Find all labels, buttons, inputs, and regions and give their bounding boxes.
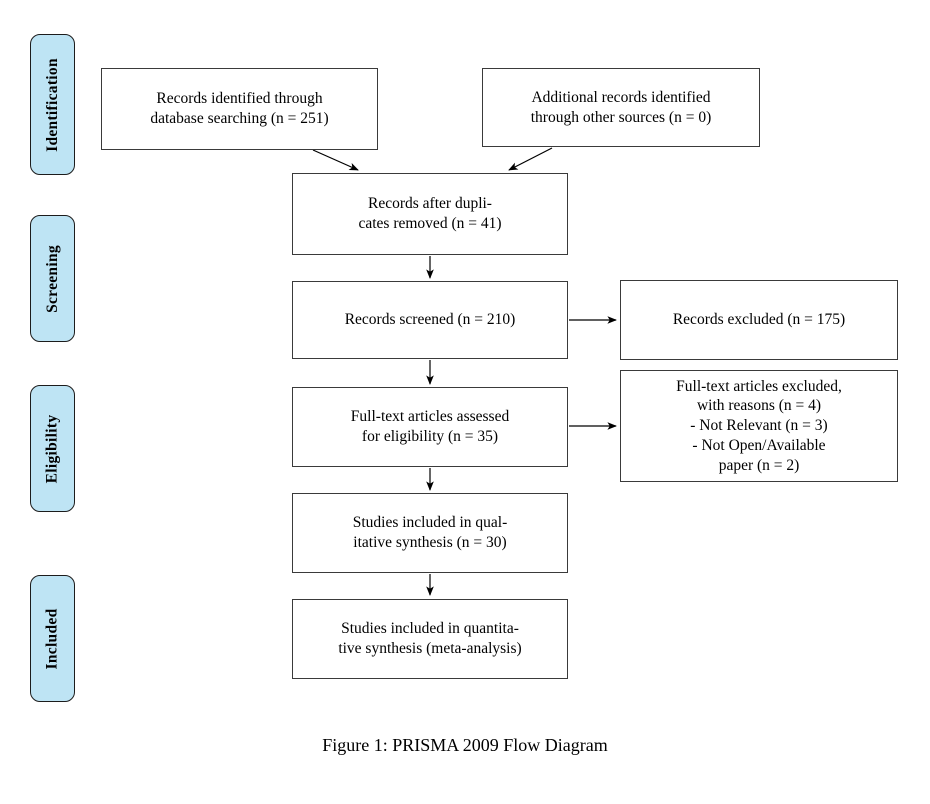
box-text: Studies included in qual- itative synthe…: [352, 514, 508, 551]
box-quantitative-synthesis: Studies included in quantita- tive synth…: [292, 599, 568, 679]
stage-label-eligibility: Eligibility: [30, 385, 75, 512]
stage-label-text: Included: [43, 608, 61, 669]
box-text: Records screened (n = 210): [344, 311, 516, 329]
box-fulltext-excluded: Full-text articles excluded, with reason…: [620, 370, 898, 482]
arrow-identified-to-deduplicated: [312, 149, 359, 171]
box-text: Records identified through database sear…: [150, 90, 329, 127]
box-records-after-duplicates: Records after dupli- cates removed (n = …: [292, 173, 568, 255]
stage-label-text: Eligibility: [43, 414, 61, 483]
figure-caption: Figure 1: PRISMA 2009 Flow Diagram: [322, 735, 608, 755]
stage-label-identification: Identification: [30, 34, 75, 175]
box-fulltext-assessed: Full-text articles assessed for eligibil…: [292, 387, 568, 467]
box-text: Records excluded (n = 175): [672, 311, 846, 329]
box-text: Full-text articles excluded, with reason…: [676, 377, 842, 474]
box-text: Additional records identified through ot…: [530, 88, 712, 126]
box-text: Studies included in quantita- tive synth…: [338, 620, 522, 657]
box-records-screened: Records screened (n = 210): [292, 281, 568, 359]
box-qualitative-synthesis: Studies included in qual- itative synthe…: [292, 493, 568, 573]
box-additional-records: Additional records identified through ot…: [482, 68, 760, 147]
arrow-additional-to-deduplicated: [508, 147, 553, 171]
box-records-excluded: Records excluded (n = 175): [620, 280, 898, 360]
stage-label-text: Screening: [43, 244, 61, 313]
stage-label-included: Included: [30, 575, 75, 702]
box-records-identified: Records identified through database sear…: [101, 68, 378, 150]
box-text: Full-text articles assessed for eligibil…: [350, 408, 510, 445]
stage-label-text: Identification: [43, 57, 61, 152]
box-text: Records after dupli- cates removed (n = …: [358, 195, 502, 232]
stage-label-screening: Screening: [30, 215, 75, 342]
